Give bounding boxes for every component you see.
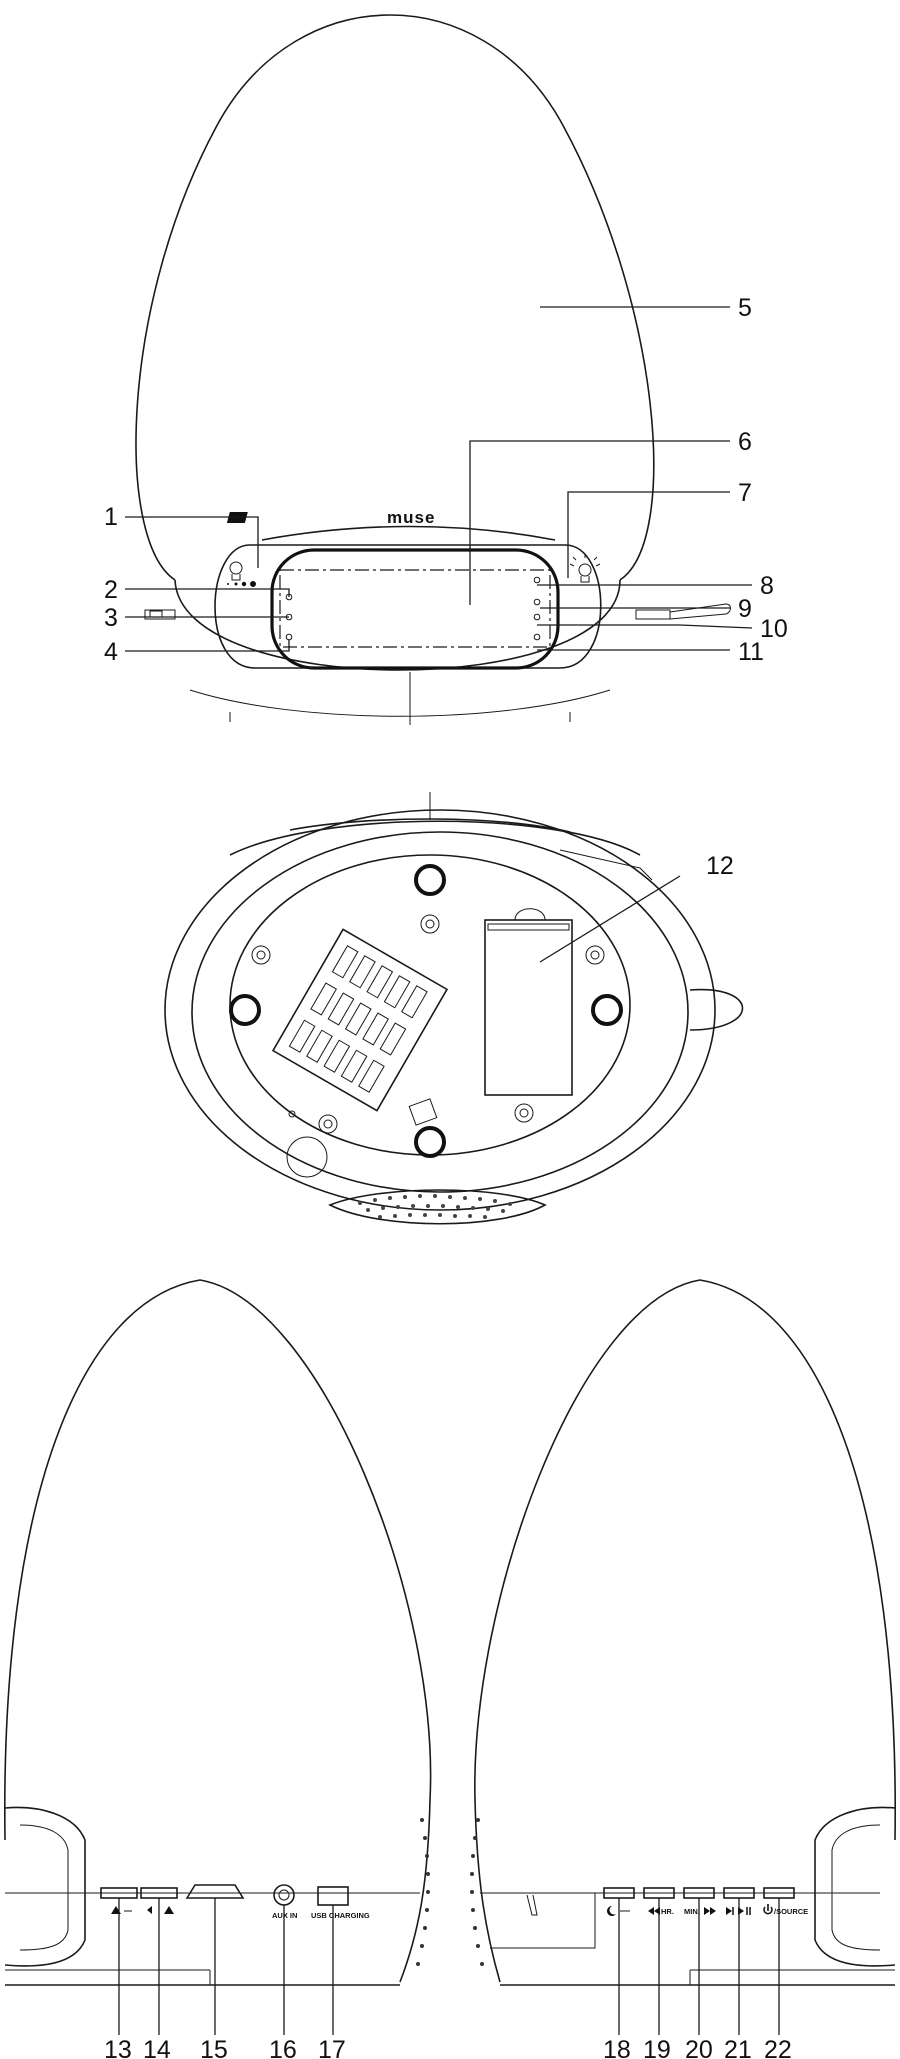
bottom-view: 12 xyxy=(164,792,744,1225)
callout-14: 14 xyxy=(143,2036,171,2059)
aux-in-label: AUX IN xyxy=(272,1911,297,1920)
base-inner xyxy=(229,854,631,1156)
hour-label: HR. xyxy=(661,1907,674,1916)
display-window xyxy=(279,569,551,648)
rewind-icon xyxy=(648,1907,660,1915)
sleep-icon xyxy=(607,1906,630,1916)
callout-16: 16 xyxy=(269,2036,297,2059)
lamp-shell-left xyxy=(3,1279,432,1983)
alarm1-icon xyxy=(111,1906,132,1914)
aux-in-port xyxy=(273,1884,295,1906)
power-icon xyxy=(763,1904,773,1915)
callout-6: 6 xyxy=(738,428,752,456)
cable-slot xyxy=(185,1884,245,1899)
vent-plate xyxy=(271,928,449,1112)
callout-8: 8 xyxy=(760,572,774,600)
callout-12: 12 xyxy=(706,852,734,880)
lamp-shell-right xyxy=(474,1279,897,1983)
callout-3: 3 xyxy=(104,604,118,632)
callout-5: 5 xyxy=(738,294,752,322)
callout-13: 13 xyxy=(104,2036,132,2059)
lamp-shell-front xyxy=(135,14,655,581)
play-pause-icon xyxy=(726,1907,751,1915)
callout-10: 10 xyxy=(760,615,788,643)
base-outer xyxy=(164,809,716,1211)
callout-18: 18 xyxy=(603,2036,631,2059)
usb-charging-label: USB CHARGING xyxy=(311,1911,370,1920)
forward-icon xyxy=(704,1907,716,1915)
callout-1: 1 xyxy=(104,503,118,531)
callout-21: 21 xyxy=(724,2036,752,2059)
callout-19: 19 xyxy=(643,2036,671,2059)
callout-4: 4 xyxy=(104,638,118,666)
front-panel-outer xyxy=(214,544,602,669)
callout-2: 2 xyxy=(104,576,118,604)
callout-11: 11 xyxy=(738,638,764,666)
speaker-grille xyxy=(328,1189,547,1225)
callout-17: 17 xyxy=(318,2036,346,2059)
usb-charging-port xyxy=(317,1886,349,1906)
display-bezel xyxy=(270,548,560,670)
callout-22: 22 xyxy=(764,2036,792,2059)
minute-label: MIN. xyxy=(684,1907,700,1916)
front-view: muse 1 2 3 4 5 6 7 8 9 10 11 xyxy=(104,14,788,725)
right-side-view: HR. MIN. /SOURCE 18 19 20 21 22 xyxy=(470,1279,897,2059)
front-base xyxy=(174,579,621,671)
battery-compartment xyxy=(484,908,573,1096)
dim-light-icon xyxy=(227,561,256,587)
callout-9: 9 xyxy=(738,595,752,623)
light-on-icon xyxy=(569,554,601,583)
left-side-view: AUX IN USB CHARGING 13 14 15 16 17 xyxy=(3,1279,432,2059)
alarm2-icon xyxy=(147,1906,174,1914)
callout-15: 15 xyxy=(200,2036,228,2059)
callout-20: 20 xyxy=(685,2036,713,2059)
callout-7: 7 xyxy=(738,479,752,507)
source-label: /SOURCE xyxy=(774,1907,808,1916)
brand-logo-text: muse xyxy=(387,508,435,527)
